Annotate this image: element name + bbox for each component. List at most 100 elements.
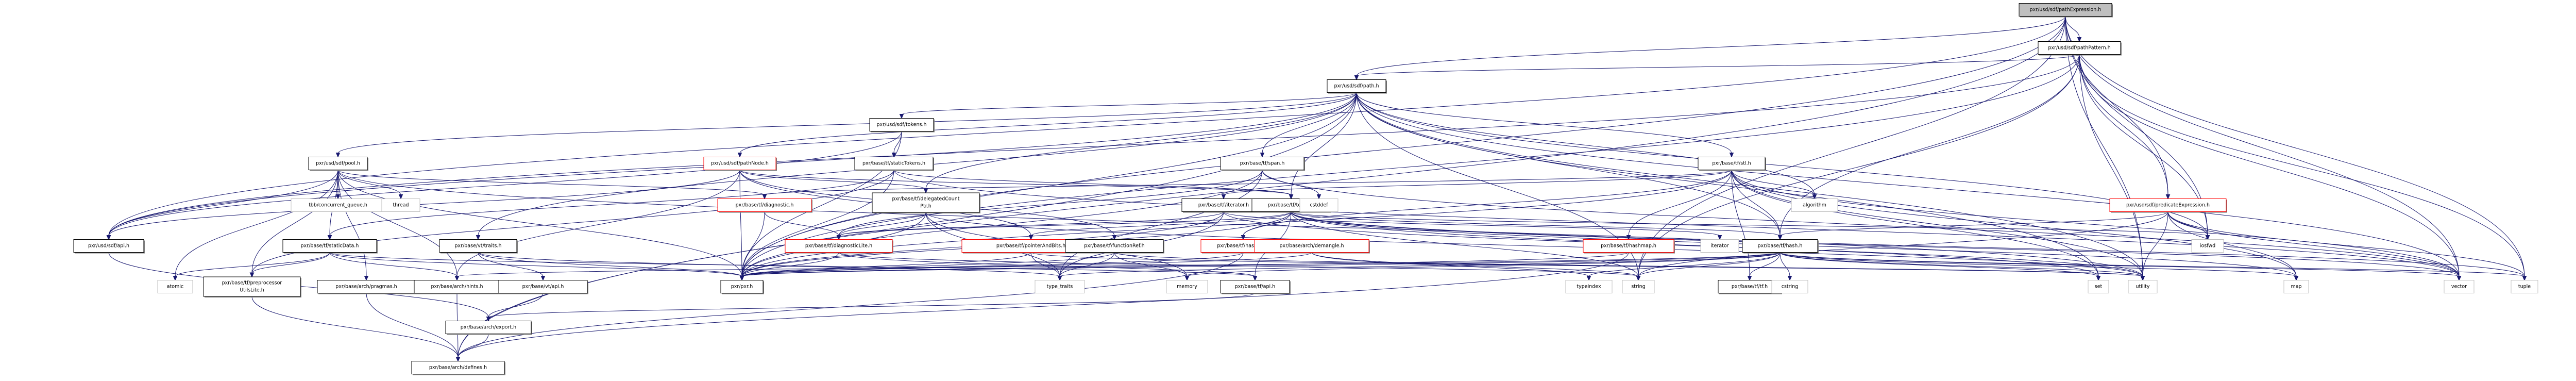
edge-hash-to-tf bbox=[1749, 252, 1781, 277]
node-label: pxr/base/tf/functionRef.h bbox=[1084, 243, 1144, 249]
node-label: pxr/usd/sdf/tokens.h bbox=[876, 122, 926, 128]
node-label: pxr/base/tf/stl.h bbox=[1712, 161, 1751, 167]
edge-pathpattern-to-path bbox=[1356, 54, 2080, 76]
node-hints[interactable]: pxr/base/arch/hints.h bbox=[414, 280, 501, 294]
node-box bbox=[1299, 198, 1338, 212]
node-staticdata[interactable]: pxr/base/tf/staticData.h bbox=[282, 239, 378, 254]
edge-pathnode-to-delegatedcountptr bbox=[739, 170, 926, 190]
node-box bbox=[2444, 280, 2475, 293]
node-label: typeindex bbox=[1577, 284, 1601, 290]
node-box bbox=[291, 198, 385, 212]
edge-hash-to-typeindex bbox=[1588, 252, 1781, 277]
node-diagnostic[interactable]: pxr/base/tf/diagnostic.h bbox=[717, 198, 812, 213]
node-pathexpression[interactable]: pxr/usd/sdf/pathExpression.h bbox=[2019, 3, 2113, 18]
node-tfiterator[interactable]: pxr/base/tf/iterator.h bbox=[1181, 198, 1266, 213]
arrowhead-icon bbox=[1787, 276, 1792, 281]
arrowhead-icon bbox=[2165, 194, 2171, 200]
arrowhead-icon bbox=[1260, 153, 1265, 158]
edge-hashset-to-pxr bbox=[741, 252, 1244, 277]
node-diagnosticlite[interactable]: pxr/base/tf/diagnosticLite.h bbox=[785, 239, 893, 254]
edge-hash-to-string bbox=[1638, 252, 1781, 277]
node-tuple: tuple bbox=[2511, 280, 2538, 293]
node-box bbox=[157, 280, 193, 293]
edge-demangle-to-typeindex bbox=[1311, 252, 1589, 277]
node-box bbox=[785, 239, 893, 253]
node-box bbox=[872, 192, 980, 213]
edge-stl-to-set bbox=[1731, 170, 2099, 277]
node-pathnode[interactable]: pxr/usd/sdf/pathNode.h bbox=[703, 157, 777, 171]
edge-stl-to-diagnostic bbox=[764, 170, 1732, 195]
edge-path-to-vector bbox=[1356, 92, 2460, 277]
edge-predicateexpression-to-string bbox=[1638, 211, 2168, 277]
node-label: pxr/base/tf/pointerAndBits.h bbox=[996, 243, 1065, 249]
node-iosfwd: iosfwd bbox=[2191, 239, 2224, 253]
node-label: pxr/base/tf/delegatedCount bbox=[892, 196, 960, 202]
node-hash[interactable]: pxr/base/tf/hash.h bbox=[1742, 239, 1819, 254]
node-pxr[interactable]: pxr/pxr.h bbox=[720, 280, 764, 294]
edge-tfiterator-to-diagnosticlite bbox=[838, 211, 1224, 236]
node-label: iterator bbox=[1710, 243, 1728, 249]
node-hashmap[interactable]: pxr/base/tf/hashmap.h bbox=[1583, 239, 1675, 254]
edge-stl-to-utility bbox=[1731, 170, 2143, 277]
node-pragmas[interactable]: pxr/base/arch/pragmas.h bbox=[317, 280, 416, 294]
node-tokens[interactable]: pxr/usd/sdf/tokens.h bbox=[869, 118, 935, 132]
edge-tfiterator-to-stditerator bbox=[1223, 211, 1720, 236]
node-functionref[interactable]: pxr/base/tf/functionRef.h bbox=[1065, 239, 1164, 254]
node-statictokens[interactable]: pxr/base/tf/staticTokens.h bbox=[854, 157, 934, 171]
node-vector: vector bbox=[2444, 280, 2475, 293]
nodes-layer: pxr/usd/sdf/pathExpression.h pxr/usd/sdf/… bbox=[73, 3, 2538, 375]
edge-hash-to-typetraits bbox=[1059, 252, 1781, 277]
edge-span-to-vector bbox=[1262, 170, 2460, 277]
node-box bbox=[2191, 239, 2224, 253]
edge-pathpattern-to-string bbox=[1638, 54, 2080, 277]
node-algorithm: algorithm bbox=[1791, 198, 1838, 212]
arrowhead-icon bbox=[2077, 37, 2082, 42]
node-predicateexpression[interactable]: pxr/usd/sdf/predicateExpression.h bbox=[2109, 198, 2227, 213]
edge-staticdata-to-hints bbox=[329, 252, 457, 277]
arrowhead-icon bbox=[173, 276, 178, 281]
node-box bbox=[1181, 198, 1266, 212]
node-defines[interactable]: pxr/base/arch/defines.h bbox=[411, 361, 505, 375]
edge-hashmap-to-pxr bbox=[741, 252, 1629, 277]
node-sdfapi[interactable]: pxr/usd/sdf/api.h bbox=[73, 239, 145, 254]
node-vttraits[interactable]: pxr/base/vt/traits.h bbox=[439, 239, 518, 254]
arrowhead-icon bbox=[454, 276, 460, 281]
node-label: pxr/base/tf/staticTokens.h bbox=[862, 161, 925, 167]
arrowhead-icon bbox=[1586, 276, 1591, 281]
edge-predicateexpression-to-map bbox=[2167, 211, 2297, 277]
node-label: pxr/base/arch/pragmas.h bbox=[335, 284, 397, 290]
node-box bbox=[1622, 280, 1655, 293]
node-label: pxr/usd/sdf/pool.h bbox=[316, 161, 360, 167]
edge-stl-to-tfiterator bbox=[1223, 170, 1732, 195]
arrowhead-icon bbox=[1289, 194, 1294, 200]
arrowhead-icon bbox=[1252, 276, 1258, 281]
node-tfapi[interactable]: pxr/base/tf/api.h bbox=[1220, 280, 1291, 294]
node-path[interactable]: pxr/usd/sdf/path.h bbox=[1327, 79, 1387, 94]
edge-pool-to-utility bbox=[337, 170, 2143, 277]
node-stl[interactable]: pxr/base/tf/stl.h bbox=[1698, 157, 1766, 171]
edge-functionref-to-pxr bbox=[741, 252, 1115, 277]
node-box bbox=[445, 321, 532, 334]
edge-predicateexpression-to-utility bbox=[2142, 211, 2168, 277]
node-box bbox=[1583, 239, 1674, 253]
node-span[interactable]: pxr/base/tf/span.h bbox=[1220, 157, 1305, 171]
node-export[interactable]: pxr/base/arch/export.h bbox=[445, 321, 532, 335]
node-demangle[interactable]: pxr/base/arch/demangle.h bbox=[1254, 239, 1370, 254]
edge-pathexpression-to-defines bbox=[457, 16, 2066, 358]
node-box bbox=[1742, 239, 1818, 253]
node-box bbox=[282, 239, 377, 253]
edge-diagnosticlite-to-tfapi bbox=[838, 252, 1256, 277]
node-vtapi[interactable]: pxr/base/vt/api.h bbox=[498, 280, 588, 294]
edge-stl-to-algorithm bbox=[1731, 170, 1815, 195]
node-label: pxr/base/tf/iterator.h bbox=[1198, 203, 1249, 208]
node-cstring: cstring bbox=[1771, 280, 1808, 293]
arrowhead-icon bbox=[1221, 194, 1226, 200]
node-label: map bbox=[2291, 284, 2301, 290]
node-label: tbb/concurrent_queue.h bbox=[309, 203, 367, 208]
edge-stl-to-hash bbox=[1731, 170, 1781, 236]
edge-vttraits-to-typetraits bbox=[478, 252, 1060, 277]
node-pathpattern[interactable]: pxr/usd/sdf/pathPattern.h bbox=[2038, 41, 2122, 56]
node-pool[interactable]: pxr/usd/sdf/pool.h bbox=[308, 157, 368, 171]
